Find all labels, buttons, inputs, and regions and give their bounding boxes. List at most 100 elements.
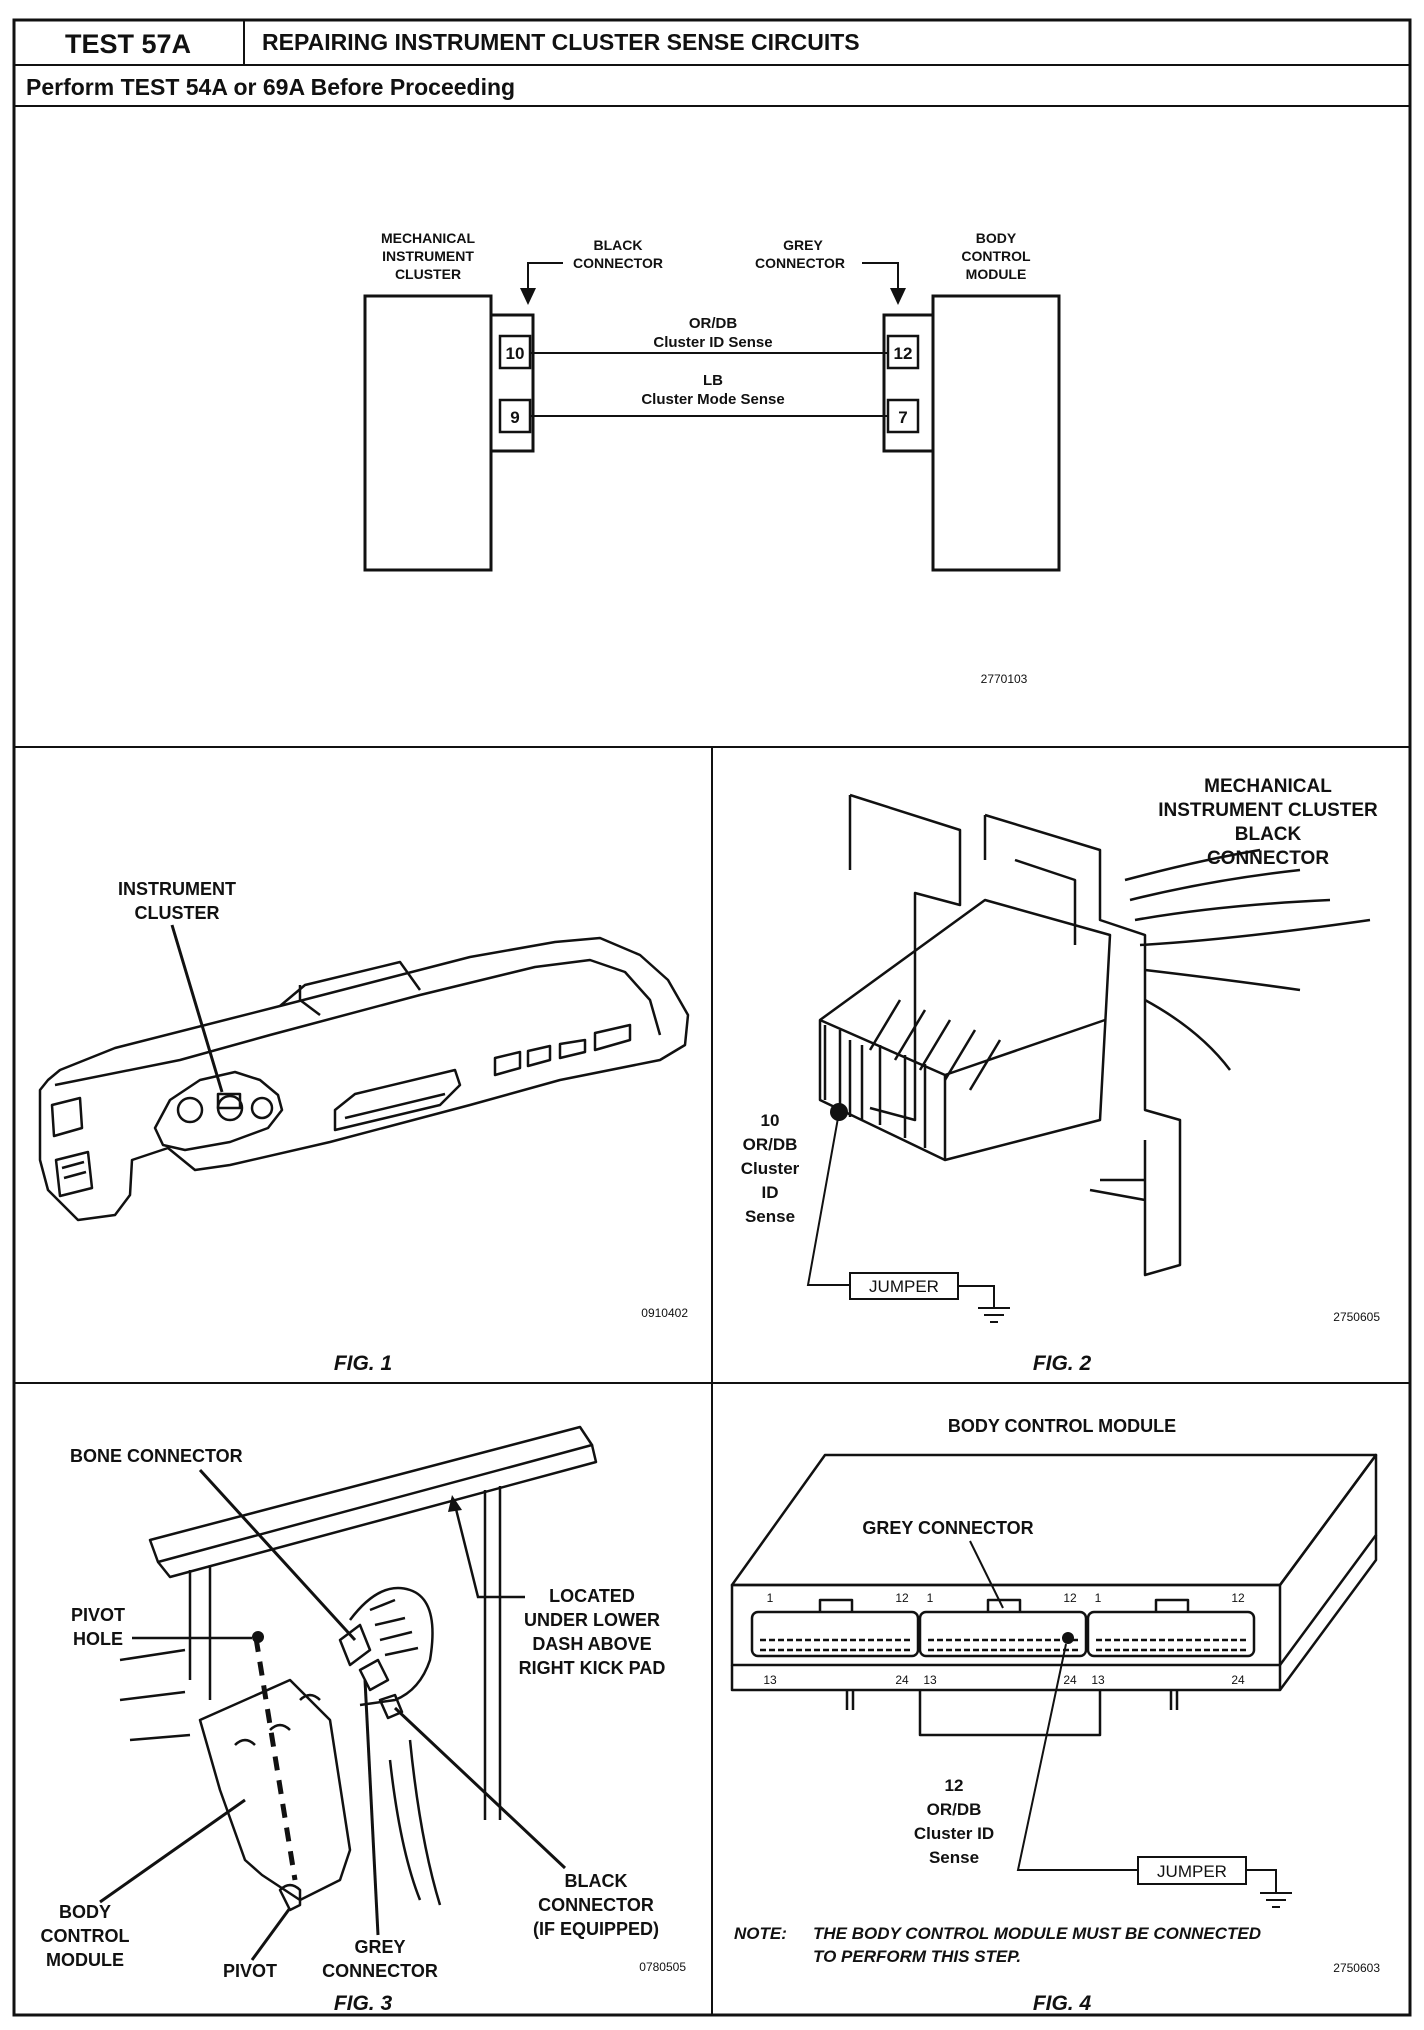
dash-hood bbox=[279, 960, 422, 1007]
fig3-pivot-hole-1: PIVOT bbox=[71, 1605, 125, 1625]
right-module-label-2: CONTROL bbox=[961, 248, 1031, 264]
fig4-illustration bbox=[730, 1453, 1378, 1737]
bcm-pin-12-marker bbox=[1062, 1632, 1074, 1644]
vent-2 bbox=[526, 1044, 552, 1068]
fig3-located-2: UNDER LOWER bbox=[524, 1610, 660, 1630]
fig4-ref: 2750603 bbox=[1333, 1961, 1380, 1975]
kick-pad-post bbox=[483, 1486, 502, 1820]
connector-latches bbox=[818, 1598, 1190, 1612]
fig2-caption: FIG. 2 bbox=[1033, 1352, 1092, 1375]
fig2-pin-name-1: Cluster bbox=[741, 1159, 800, 1178]
test-id: TEST 57A bbox=[65, 29, 191, 59]
fig2-jumper-label: JUMPER bbox=[869, 1277, 939, 1296]
pivot-hole-marker bbox=[252, 1631, 264, 1643]
connector-left-wall bbox=[849, 793, 962, 1122]
pin-top-5: 1 bbox=[1095, 1591, 1102, 1605]
vent-4 bbox=[593, 1023, 632, 1052]
fig1-label-1: INSTRUMENT bbox=[118, 879, 236, 899]
fig3-black-3: (IF EQUIPPED) bbox=[533, 1919, 659, 1939]
fig4-jumper-box bbox=[1137, 1856, 1247, 1885]
fig2-title-2: INSTRUMENT CLUSTER bbox=[1158, 800, 1378, 821]
fig3-grey-2: CONNECTOR bbox=[322, 1961, 438, 1981]
fig4-pin-name-2: Sense bbox=[929, 1848, 979, 1867]
pin-top-3: 1 bbox=[927, 1591, 934, 1605]
left-bracket bbox=[188, 1565, 212, 1700]
fig3-pivot-hole-2: HOLE bbox=[73, 1629, 123, 1649]
grey-connector-leader bbox=[363, 1679, 380, 1936]
bcm-connector-3 bbox=[1086, 1610, 1256, 1658]
bcm-top bbox=[730, 1453, 1378, 1587]
fig3-located-4: RIGHT KICK PAD bbox=[519, 1658, 666, 1678]
dash-hood-side bbox=[298, 985, 321, 1016]
fig2-pin-name-3: Sense bbox=[745, 1207, 795, 1226]
fig4-ground-lead bbox=[1246, 1869, 1277, 1893]
right-pin-2: 7 bbox=[898, 408, 907, 427]
fig1-ref: 0910402 bbox=[641, 1306, 688, 1320]
grey-connector-arrow bbox=[890, 288, 906, 305]
fig4-note-line-1: THE BODY CONTROL MODULE MUST BE CONNECTE… bbox=[813, 1924, 1261, 1943]
fig2-ref: 2750605 bbox=[1333, 1310, 1380, 1324]
fig1-label-2: CLUSTER bbox=[135, 903, 220, 923]
left-module-label-1: MECHANICAL bbox=[381, 230, 476, 246]
vent-1 bbox=[493, 1050, 522, 1077]
fig4-title: BODY CONTROL MODULE bbox=[948, 1416, 1176, 1436]
fig2-pin-number: 10 bbox=[761, 1111, 780, 1130]
harness-loop bbox=[349, 1586, 434, 1707]
module-plate bbox=[198, 1678, 352, 1902]
pin-top-2: 12 bbox=[895, 1591, 909, 1605]
fig2-pin-color: OR/DB bbox=[743, 1135, 798, 1154]
black-connector-label-1: BLACK bbox=[594, 237, 643, 253]
pocket-lines bbox=[61, 1160, 87, 1180]
gauge-3 bbox=[250, 1096, 274, 1120]
left-slats bbox=[119, 1648, 191, 1742]
fig3-grey-1: GREY bbox=[354, 1937, 405, 1957]
bcm-base bbox=[730, 1665, 1282, 1692]
fig2-title-1: MECHANICAL bbox=[1204, 776, 1332, 797]
bcm-feet bbox=[845, 1690, 1179, 1710]
bcm-connector-1 bbox=[750, 1610, 920, 1658]
dash-top-edge bbox=[54, 958, 662, 1087]
black-connector-body bbox=[378, 1693, 404, 1720]
fig1-illustration bbox=[38, 936, 690, 1222]
fig3-located-3: DASH ABOVE bbox=[532, 1634, 651, 1654]
wire-drop bbox=[388, 1739, 442, 1906]
vent-3 bbox=[558, 1038, 587, 1060]
prerequisite: Perform TEST 54A or 69A Before Proceedin… bbox=[26, 74, 515, 100]
bcm-connector-2 bbox=[918, 1610, 1088, 1658]
mechanical-cluster-box bbox=[363, 294, 493, 572]
fig2-title-3: BLACK bbox=[1235, 824, 1302, 845]
right-pin-1: 12 bbox=[894, 344, 913, 363]
page-title: REPAIRING INSTRUMENT CLUSTER SENSE CIRCU… bbox=[262, 29, 860, 55]
harness-wires bbox=[1124, 848, 1371, 1071]
pin-bottom-2: 24 bbox=[895, 1673, 909, 1687]
black-connector-leader bbox=[527, 262, 563, 292]
right-module-label-1: BODY bbox=[976, 230, 1017, 246]
fig3-bcm-2: CONTROL bbox=[41, 1926, 130, 1946]
black-connector-label-2: CONNECTOR bbox=[573, 255, 663, 271]
fig4-grey-leader bbox=[969, 1540, 1004, 1609]
circuit-2-name: Cluster Mode Sense bbox=[641, 391, 784, 408]
black-connector-body bbox=[489, 313, 535, 453]
bcm-tab bbox=[918, 1690, 1102, 1737]
located-arrow bbox=[448, 1495, 462, 1512]
left-vent bbox=[50, 1096, 84, 1138]
pin-top-1: 1 bbox=[767, 1591, 774, 1605]
fig4-jumper-lead bbox=[1016, 1643, 1138, 1871]
fig2-title-4: CONNECTOR bbox=[1207, 848, 1329, 869]
fig4-grey-connector: GREY CONNECTOR bbox=[862, 1518, 1033, 1538]
fig4-note-prefix: NOTE: bbox=[734, 1924, 787, 1943]
grey-connector-label-2: CONNECTOR bbox=[755, 255, 845, 271]
cavity-lines-2 bbox=[848, 1040, 864, 1120]
radio-slot bbox=[333, 1068, 462, 1132]
connector-housing bbox=[818, 898, 1112, 1162]
pin-10-marker bbox=[830, 1103, 848, 1121]
connector-latch bbox=[1014, 858, 1077, 945]
pivot-bracket bbox=[278, 1883, 302, 1912]
fig4-jumper-label: JUMPER bbox=[1157, 1862, 1227, 1881]
grey-connector-label-1: GREY bbox=[783, 237, 823, 253]
fig3-black-1: BLACK bbox=[565, 1871, 628, 1891]
bcm-leader bbox=[99, 1798, 246, 1904]
fig4-note-line-2: TO PERFORM THIS STEP. bbox=[813, 1947, 1021, 1966]
fig2-pin-name-2: ID bbox=[762, 1183, 779, 1202]
black-connector-leader bbox=[393, 1706, 567, 1870]
